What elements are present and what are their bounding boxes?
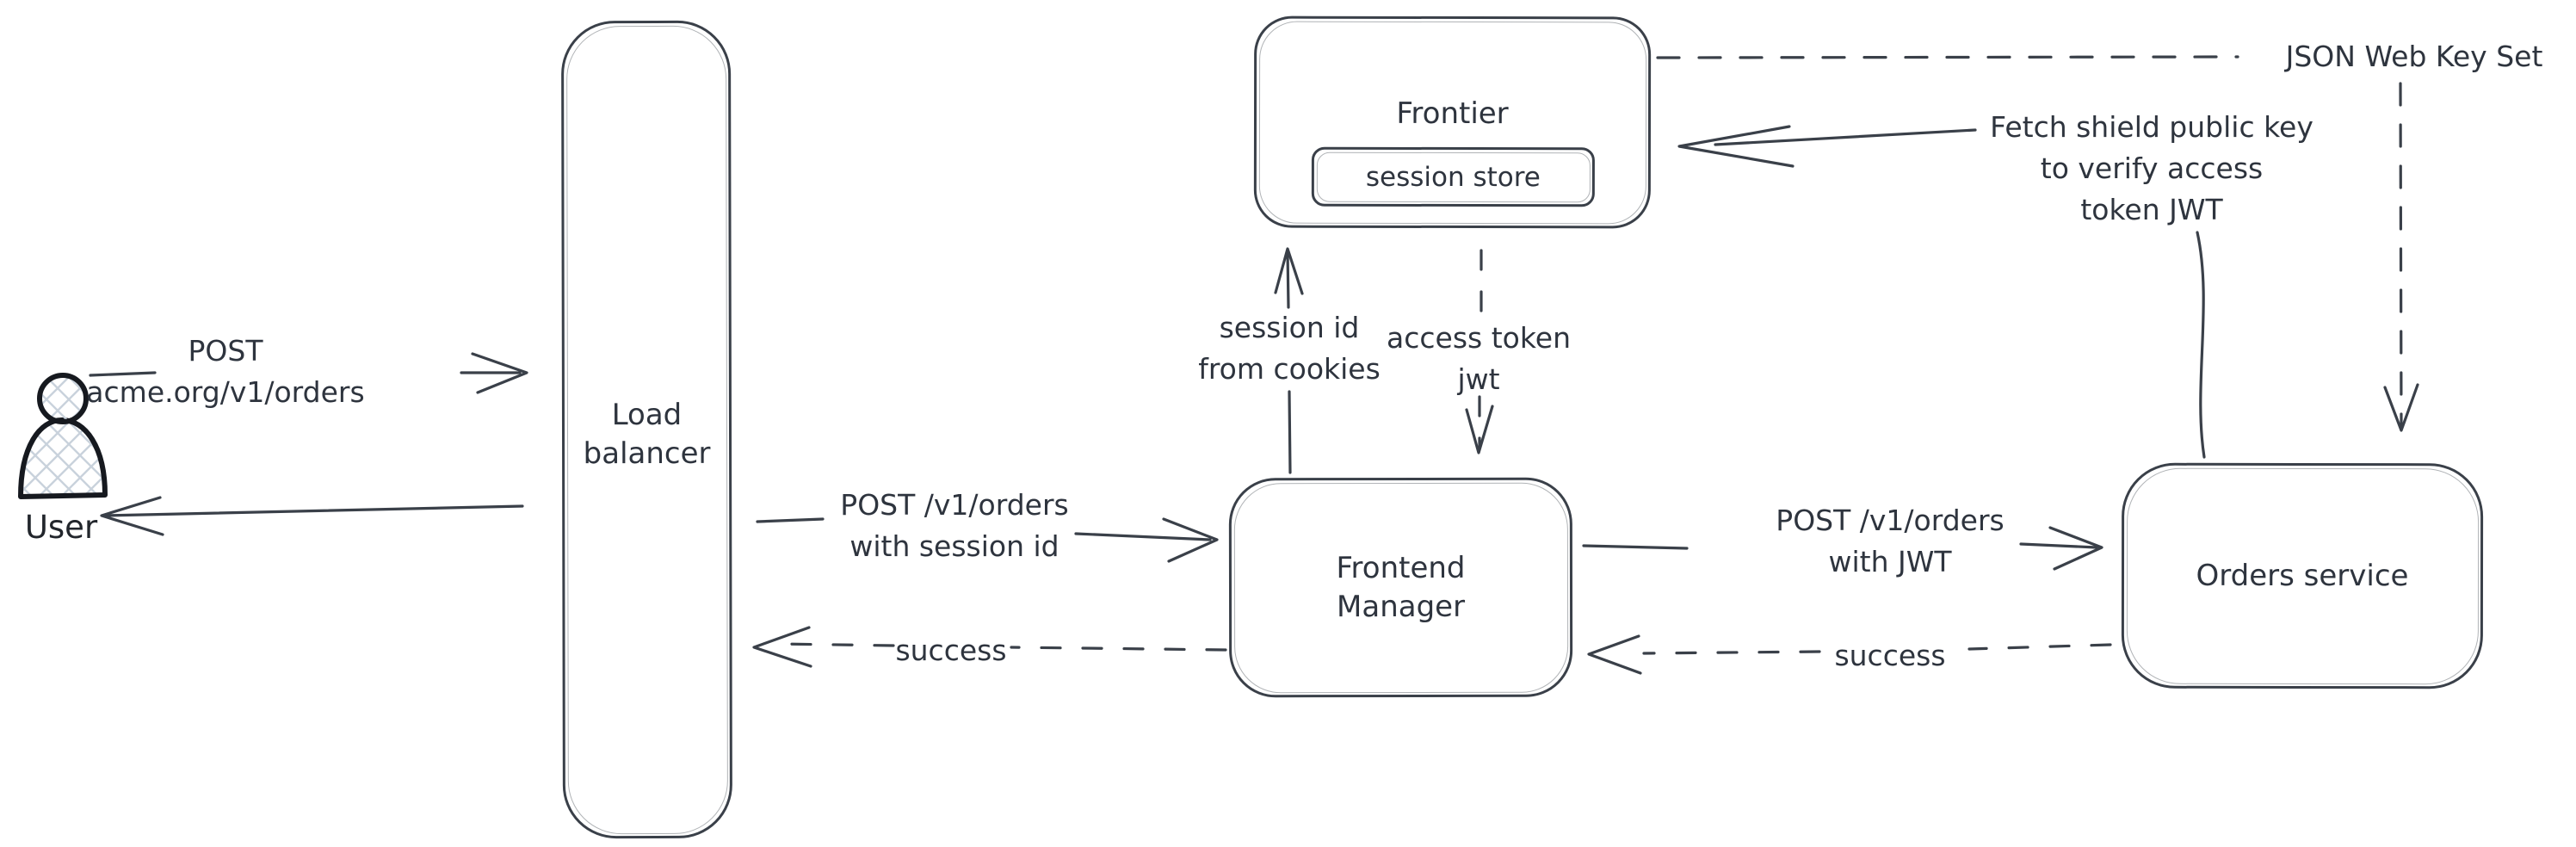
arrow-jwks-label-to-orders-service[interactable] (2383, 82, 2419, 432)
arrow-shaft (756, 517, 825, 523)
edge-label-session-id: session id from cookies (1198, 307, 1381, 390)
arrow-frontend-manager-to-orders-service[interactable] (1582, 526, 2103, 571)
node-frontier[interactable]: Frontier session store (1253, 15, 1652, 229)
arrow-shaft (1288, 390, 1292, 474)
load-balancer-label-line1: Load (611, 398, 683, 433)
edge-label-line: jwt (1457, 362, 1500, 396)
arrowhead-left (1677, 125, 1795, 168)
edge-label-line: from cookies (1198, 351, 1381, 386)
user-node-label: User (24, 509, 98, 546)
arrowhead-right (2048, 526, 2103, 571)
arrow-user-to-load-balancer[interactable] (89, 352, 528, 394)
arrow-shaft-dashed (1642, 650, 1821, 655)
arrow-shaft (1582, 544, 1689, 550)
frontend-manager-label: Frontend Manager (1336, 548, 1465, 626)
edge-label-lb-post: POST /v1/orders with session id (840, 485, 1068, 567)
node-session-store[interactable]: session store (1311, 146, 1595, 207)
edge-label-line: with JWT (1828, 544, 1952, 578)
edge-label-line: with session id (849, 529, 1059, 563)
arrowhead-up (1274, 247, 1304, 295)
edge-label-fetch-key: Fetch shield public key to verify access… (1990, 107, 2313, 231)
edge-label-line: access token (1387, 321, 1571, 355)
orders-service-label: Orders service (2196, 558, 2409, 593)
edge-label-line: POST /v1/orders (1776, 504, 2005, 537)
arrowhead-left (1587, 634, 1642, 675)
node-load-balancer[interactable]: Load balancer (561, 20, 732, 839)
arrow-frontend-manager-success-to-load-balancer[interactable] (752, 626, 1227, 668)
edge-label-line: Fetch shield public key (1990, 110, 2313, 144)
frontend-manager-label-line2: Manager (1336, 589, 1466, 624)
edge-label-fm-success: success (895, 630, 1006, 671)
arrow-shaft (103, 504, 524, 517)
session-store-label: session store (1365, 161, 1541, 193)
arrowhead-left (752, 626, 812, 668)
edge-label-line: POST (188, 334, 263, 368)
arrowhead-down (2383, 383, 2419, 432)
node-orders-service[interactable]: Orders service (2121, 462, 2484, 689)
node-frontend-manager[interactable]: Frontend Manager (1228, 477, 1573, 698)
arrow-frontier-to-jwks-label[interactable] (1656, 55, 2239, 59)
edge-label-line: acme.org/v1/orders (86, 374, 365, 409)
arrow-shaft (1074, 532, 1212, 541)
edge-label-line: to verify access (2040, 151, 2264, 185)
arrow-frontend-manager-to-frontier[interactable] (1274, 247, 1304, 474)
arrow-shaft-dashed (1656, 55, 2239, 59)
arrow-load-balancer-to-frontend-manager[interactable] (756, 517, 1219, 563)
arrow-shaft-dashed (2399, 82, 2403, 429)
arrow-frontier-to-frontend-manager[interactable] (1465, 249, 1494, 454)
edge-label-line: success (895, 634, 1007, 667)
arrow-load-balancer-to-user[interactable] (100, 496, 524, 536)
load-balancer-label: Load balancer (583, 386, 711, 473)
edge-label-line: JSON Web Key Set (2285, 40, 2543, 73)
user-icon[interactable] (13, 366, 121, 510)
edge-label-line: session id (1219, 311, 1360, 344)
arrow-shaft (89, 371, 157, 377)
load-balancer-label-line2: balancer (583, 436, 711, 472)
edge-label-access-token: access token jwt (1387, 318, 1571, 400)
arrow-orders-service-to-frontier-fetch-key[interactable] (1677, 125, 2206, 459)
edge-label-fm-post: POST /v1/orders with JWT (1776, 500, 2004, 583)
arrow-shaft (2019, 542, 2098, 549)
user-head (37, 373, 89, 424)
edge-label-orders-success: success (1834, 635, 1945, 677)
arrow-curved-tail (2196, 231, 2206, 459)
arrow-shaft-dashed (776, 642, 895, 647)
arrow-shaft (1714, 128, 1977, 146)
edge-label-line: token JWT (2080, 192, 2223, 226)
frontier-label: Frontier (1396, 96, 1509, 132)
arrowhead-down (1465, 405, 1494, 454)
edge-label-line: POST /v1/orders (840, 488, 1069, 522)
arrow-shaft-dashed (1010, 646, 1227, 652)
arrowhead-right (471, 352, 528, 394)
arrowhead-right (1162, 517, 1219, 563)
arrow-orders-service-success-to-frontend-manager[interactable] (1587, 634, 2112, 675)
edge-label-jwks: JSON Web Key Set (2286, 36, 2543, 77)
arrowhead-left (100, 496, 164, 536)
edge-label-line: success (1834, 639, 1946, 672)
frontend-manager-label-line1: Frontend (1336, 550, 1466, 585)
arrow-shaft-dashed (1968, 643, 2112, 651)
edge-label-user-post: POST acme.org/v1/orders (86, 331, 364, 413)
user-body (18, 417, 108, 499)
